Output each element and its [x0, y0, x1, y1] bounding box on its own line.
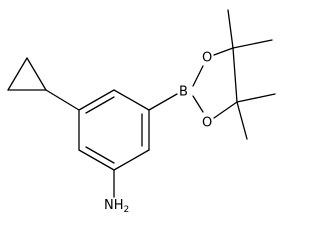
- methyl-groups: [227, 9, 276, 140]
- bond: [78, 149, 115, 171]
- methyl-bond: [227, 9, 234, 49]
- bond-ring-to-boron: [148, 93, 178, 111]
- dioxaborolane-ring: [192, 47, 238, 119]
- methyl-bond: [236, 101, 248, 140]
- bond-boron-oxygen-lower: [192, 95, 204, 113]
- bond-oxygen-lower-carbon: [213, 101, 238, 119]
- double-bond-inner: [85, 146, 115, 164]
- oxygen-upper-atom-label: O: [202, 51, 212, 66]
- cyclopropyl-ring: [7, 57, 47, 91]
- methyl-bond: [232, 39, 273, 49]
- bond-cyclopropyl-to-ring: [45, 89, 80, 111]
- bond: [78, 89, 115, 111]
- amine-atom-label: NH2: [104, 198, 129, 215]
- bond: [113, 89, 150, 111]
- bond-carbon-carbon: [232, 47, 238, 103]
- bond: [113, 149, 150, 171]
- benzene-ring: [78, 89, 150, 171]
- molecule-structure-diagram: B O O NH2: [7, 9, 276, 215]
- bond-oxygen-upper-carbon: [213, 47, 234, 56]
- bond-boron-oxygen-upper: [192, 65, 204, 87]
- oxygen-lower-atom-label: O: [202, 116, 212, 131]
- bond: [26, 57, 47, 91]
- bond: [7, 57, 28, 91]
- methyl-bond: [236, 93, 276, 103]
- double-bond-inner: [85, 96, 115, 114]
- boron-atom-label: B: [179, 85, 188, 100]
